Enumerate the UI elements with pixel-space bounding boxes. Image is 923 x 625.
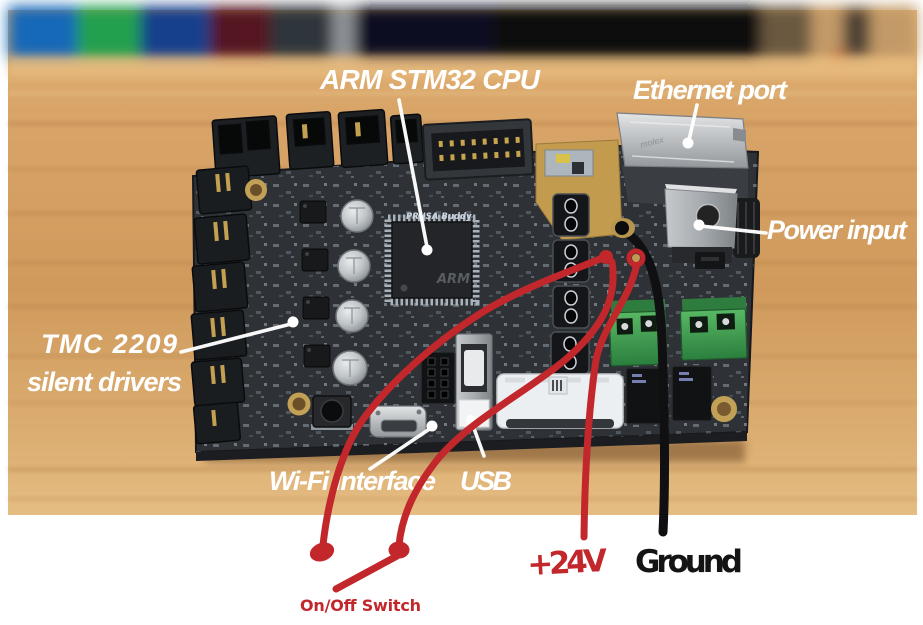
- switch-terminal-right-dot: [388, 541, 410, 559]
- label-ethernet-port: Ethernet port: [633, 75, 788, 105]
- wifi-leader-line: [368, 426, 433, 471]
- leader-lines: [179, 98, 768, 471]
- usb-port: [455, 333, 493, 431]
- mainboard: ARM PRUSA Buddy: [190, 108, 760, 462]
- label-usb: USB: [460, 466, 512, 496]
- label-plus-24v: +24V: [526, 543, 608, 583]
- label-tmc2209-line2: silent drivers: [27, 367, 182, 397]
- v24-wire: [580, 259, 641, 541]
- terminal-block-right: [679, 296, 748, 361]
- label-arm-stm32-cpu: ARM STM32 CPU: [319, 64, 541, 95]
- idc-header: [421, 118, 535, 181]
- blurred-shelf-background: [8, 6, 917, 61]
- micro-usb-port: [369, 405, 427, 438]
- mounting-holes: [245, 179, 737, 422]
- handwritten-labels: +24V Ground On/Off Switch: [300, 543, 743, 615]
- white-connector: [496, 373, 624, 429]
- label-on-off-switch: On/Off Switch: [300, 596, 421, 615]
- silkscreen-board-name: PRUSA Buddy: [406, 212, 472, 222]
- top-connector-row: [211, 108, 425, 179]
- tmc-driver-chips: [299, 200, 331, 368]
- wifi-header: [420, 351, 456, 405]
- reset-button: [311, 395, 353, 430]
- switch-wire-right: [395, 258, 617, 549]
- label-power-input: Power input: [767, 215, 908, 245]
- label-ground: Ground: [635, 544, 743, 580]
- ground-wire: [620, 227, 670, 537]
- ethernet-leader-line: [687, 103, 699, 142]
- label-wifi-interface: Wi-Fi interface: [269, 466, 436, 496]
- pcb-edge: [196, 432, 747, 461]
- ground-pad: [615, 221, 629, 235]
- drivers-leader-line: [179, 322, 293, 354]
- wire-terminals: [309, 218, 646, 562]
- v24-pad: [632, 254, 640, 262]
- power-leader-line: [699, 224, 768, 235]
- cpu-leader-line: [397, 98, 429, 249]
- power-output-connectors: [625, 365, 713, 425]
- switch-lever-stroke: [332, 552, 401, 593]
- switch-terminal-left-dot: [309, 542, 335, 562]
- cpu-marking-text: ARM: [436, 272, 470, 287]
- v24-pad-ring: [626, 248, 646, 268]
- switch-wire-left: [319, 252, 611, 549]
- power-input-connector: [664, 184, 760, 269]
- left-connector-column: [190, 165, 253, 445]
- cpu-chip: ARM PRUSA Buddy: [384, 212, 480, 306]
- label-tmc2209-line1: TMC 2209: [41, 329, 177, 359]
- electrolytic-capacitors: [332, 199, 374, 386]
- annotation-labels: ARM STM32 CPU Ethernet port Power input …: [27, 64, 908, 496]
- switch-pad-dot: [599, 250, 613, 264]
- hand-drawn-wiring: [319, 227, 670, 593]
